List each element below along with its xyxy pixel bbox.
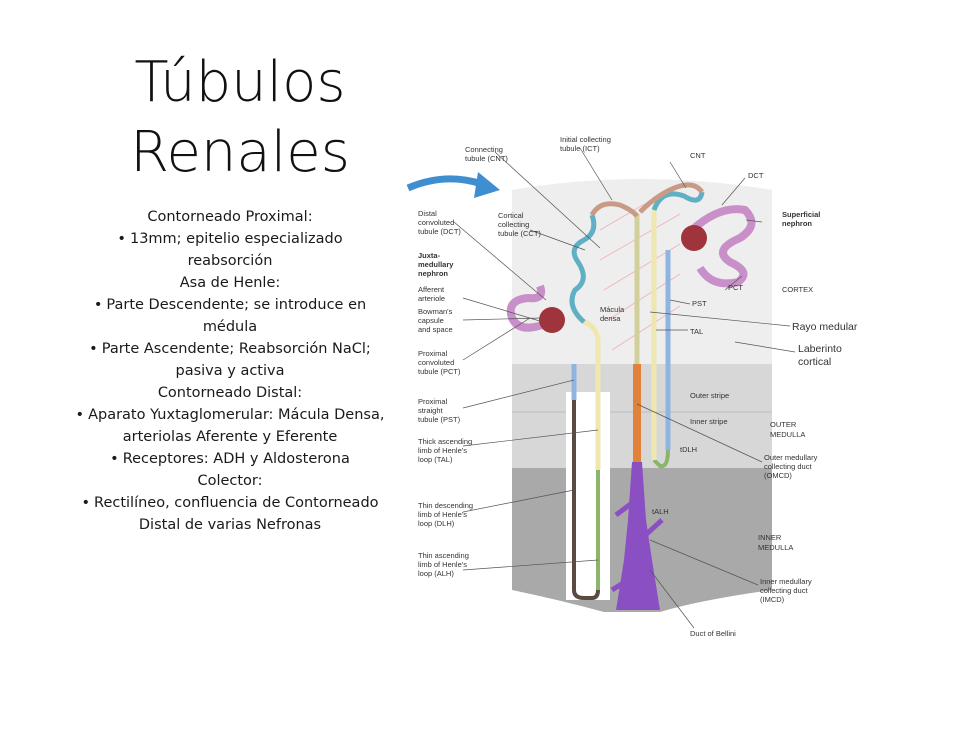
bullet-text: reabsorción — [187, 253, 273, 269]
bullet-line: •13mm; epitelio especializado — [46, 228, 414, 250]
label-rayo-medular: Rayo medular — [792, 321, 858, 333]
juxta-dct — [569, 214, 597, 324]
superficial-cnt — [638, 182, 705, 214]
bullet-dot-icon: • — [81, 495, 91, 511]
flow-arrow-icon — [406, 175, 484, 192]
bullet-text: pasiva y activa — [175, 363, 285, 379]
bullet-line: •Rectilíneo, confluencia de Contorneado — [46, 492, 414, 514]
bullet-line: médula — [46, 316, 414, 338]
bullet-item: •Receptores: ADH y Aldosterona — [40, 448, 420, 470]
juxta-thin-descending — [572, 400, 600, 600]
bullet-line: reabsorción — [46, 250, 414, 272]
juxta-cnt — [589, 201, 639, 218]
leader-lines — [453, 147, 796, 629]
section-heading: Colector: — [197, 473, 263, 489]
bullet-line: •Parte Ascendente; Reabsorción NaCl; — [46, 338, 414, 360]
label-cortex: CORTEX — [782, 285, 813, 294]
title-line-1: Túbulos — [134, 50, 346, 115]
title-line-2: Renales — [130, 120, 350, 185]
label-inner-stripe: Inner stripe — [690, 417, 728, 426]
label-bellini: Duct of Bellini — [690, 629, 736, 638]
slide-bullet-list: Contorneado Proximal:•13mm; epitelio esp… — [40, 206, 420, 536]
bullet-line: •Receptores: ADH y Aldosterona — [46, 448, 414, 470]
bullet-line: Distal de varias Nefronas — [46, 514, 414, 536]
bullet-item: •Parte Descendente; se introduce en médul… — [40, 294, 420, 338]
bullet-text: Aparato Yuxtaglomerular: Mácula Densa, — [88, 407, 385, 423]
section-heading: Asa de Henle: — [179, 275, 281, 291]
bullet-dot-icon: • — [110, 451, 119, 467]
juxta-glomerulus — [539, 307, 565, 333]
label-alh: tALH — [652, 507, 669, 516]
bullet-item: •Aparato Yuxtaglomerular: Mácula Densa, a… — [40, 404, 420, 448]
bullet-text: Receptores: ADH y Aldosterona — [122, 451, 350, 467]
bullet-text: 13mm; epitelio especializado — [129, 231, 343, 247]
bullet-dot-icon: • — [89, 341, 98, 357]
label-pst: PST — [692, 299, 707, 308]
bullet-line: •Parte Descendente; se introduce en — [46, 294, 414, 316]
superficial-loop — [652, 449, 670, 469]
bullet-line: arteriolas Aferente y Eferente — [46, 426, 414, 448]
label-dct: DCT — [748, 171, 764, 180]
label-dlh: tDLH — [680, 445, 697, 454]
bullet-line: •Aparato Yuxtaglomerular: Mácula Densa, — [46, 404, 414, 426]
superficial-glomerulus — [681, 225, 707, 251]
bullet-text: médula — [202, 319, 258, 335]
bullet-item: •Parte Ascendente; Reabsorción NaCl; pasi… — [40, 338, 420, 382]
outer-medulla-zone — [512, 364, 772, 468]
section-heading: Contorneado Distal: — [157, 385, 303, 401]
bullet-dot-icon: • — [117, 231, 126, 247]
superficial-dct — [651, 191, 705, 211]
bullet-dot-icon: • — [75, 407, 85, 423]
bullet-text: arteriolas Aferente y Eferente — [122, 429, 338, 445]
bullet-text: Parte Descendente; se introduce en — [106, 297, 367, 313]
label-pct: PCT — [728, 283, 743, 292]
bullet-dot-icon: • — [93, 297, 103, 313]
slide-title: Túbulos Renales — [110, 48, 370, 188]
flow-arrowhead-icon — [474, 172, 500, 198]
bullet-item: •13mm; epitelio especializado reabsorción — [40, 228, 420, 272]
section-heading: Contorneado Proximal: — [147, 209, 313, 225]
juxta-pct — [506, 284, 552, 332]
label-cnt: CNT — [690, 151, 706, 160]
bullet-text: Rectilíneo, confluencia de Contorneado — [94, 495, 379, 511]
bullet-text: Distal de varias Nefronas — [138, 517, 322, 533]
juxta-tal — [583, 319, 601, 470]
duct-branch — [610, 498, 664, 593]
papillary-duct — [616, 462, 660, 610]
label-tal: TAL — [690, 327, 703, 336]
bullet-text: Parte Ascendente; Reabsorción NaCl; — [101, 341, 371, 357]
bullet-line: pasiva y activa — [46, 360, 414, 382]
label-outer-stripe: Outer stripe — [690, 391, 729, 400]
